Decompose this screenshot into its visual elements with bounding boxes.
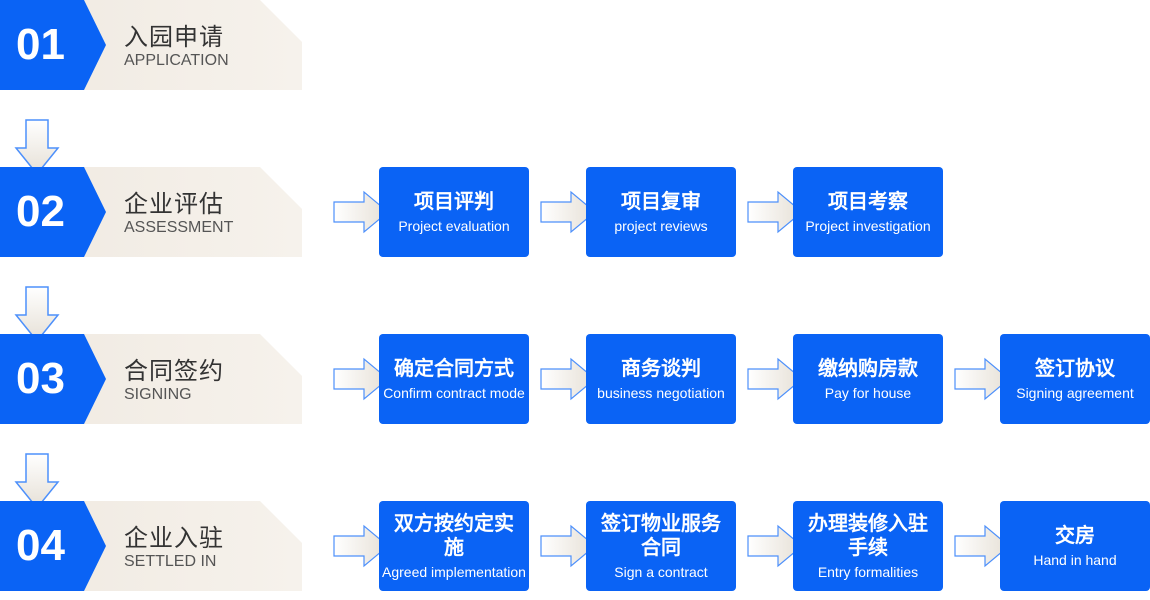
step-title-zh: 双方按约定实施 bbox=[394, 510, 514, 559]
step-title-en: Signing agreement bbox=[1016, 384, 1134, 401]
step-project-evaluation: 项目评判 Project evaluation bbox=[379, 167, 529, 257]
stage-number: 01 bbox=[0, 0, 106, 90]
right-arrow-icon bbox=[540, 524, 596, 568]
right-arrow-icon bbox=[747, 524, 803, 568]
step-title-en: Confirm contract mode bbox=[383, 384, 525, 401]
stage-application: 01 入园申请 APPLICATION bbox=[0, 0, 302, 90]
step-title-en: Pay for house bbox=[824, 384, 912, 401]
right-arrow-icon bbox=[747, 190, 803, 234]
step-signing-agreement: 签订协议 Signing agreement bbox=[1000, 334, 1150, 424]
step-confirm-contract-mode: 确定合同方式 Confirm contract mode bbox=[379, 334, 529, 424]
right-arrow-icon bbox=[540, 357, 596, 401]
down-arrow-icon bbox=[14, 453, 60, 510]
stage-title-zh: 企业入驻 bbox=[124, 524, 224, 552]
right-arrow-icon bbox=[954, 524, 1010, 568]
stage-signing: 03 合同签约 SIGNING bbox=[0, 334, 302, 424]
step-business-negotiation: 商务谈判 business negotiation bbox=[586, 334, 736, 424]
right-arrow-icon bbox=[540, 190, 596, 234]
step-title-zh: 项目评判 bbox=[414, 188, 494, 213]
step-sign-a-contract: 签订物业服务合同 Sign a contract bbox=[586, 501, 736, 591]
step-title-zh: 确定合同方式 bbox=[394, 355, 514, 380]
step-title-en: project reviews bbox=[614, 217, 708, 234]
stage-title-en: APPLICATION bbox=[124, 52, 229, 69]
step-title-zh: 交房 bbox=[1055, 522, 1095, 547]
step-agreed-implementation: 双方按约定实施 Agreed implementation bbox=[379, 501, 529, 591]
step-title-zh: 缴纳购房款 bbox=[818, 355, 918, 380]
step-project-investigation: 项目考察 Project investigation bbox=[793, 167, 943, 257]
step-title-zh: 签订物业服务合同 bbox=[601, 510, 721, 559]
right-arrow-icon bbox=[747, 357, 803, 401]
step-title-zh: 项目考察 bbox=[828, 188, 908, 213]
stage-settled-in: 04 企业入驻 SETTLED IN bbox=[0, 501, 302, 591]
stage-number: 03 bbox=[0, 334, 106, 424]
stage-title-zh: 合同签约 bbox=[124, 357, 224, 385]
right-arrow-icon bbox=[954, 357, 1010, 401]
stage-title-zh: 入园申请 bbox=[124, 23, 224, 51]
stage-title-en: SIGNING bbox=[124, 386, 192, 403]
step-title-zh: 商务谈判 bbox=[621, 355, 701, 380]
stage-number: 04 bbox=[0, 501, 106, 591]
step-title-zh: 办理装修入驻手续 bbox=[808, 510, 928, 559]
down-arrow-icon bbox=[14, 119, 60, 176]
step-title-en: Project investigation bbox=[805, 217, 931, 234]
step-title-en: Agreed implementation bbox=[382, 563, 526, 580]
step-title-zh: 签订协议 bbox=[1035, 355, 1115, 380]
step-project-reviews: 项目复审 project reviews bbox=[586, 167, 736, 257]
right-arrow-icon bbox=[333, 524, 389, 568]
step-pay-for-house: 缴纳购房款 Pay for house bbox=[793, 334, 943, 424]
right-arrow-icon bbox=[333, 190, 389, 234]
right-arrow-icon bbox=[333, 357, 389, 401]
stage-title-en: SETTLED IN bbox=[124, 553, 217, 570]
step-title-en: business negotiation bbox=[597, 384, 725, 401]
step-title-en: Entry formalities bbox=[817, 563, 919, 580]
stage-title-en: ASSESSMENT bbox=[124, 219, 234, 236]
stage-number: 02 bbox=[0, 167, 106, 257]
step-title-zh: 项目复审 bbox=[621, 188, 701, 213]
step-title-en: Project evaluation bbox=[398, 217, 510, 234]
step-entry-formalities: 办理装修入驻手续 Entry formalities bbox=[793, 501, 943, 591]
stage-title-zh: 企业评估 bbox=[124, 190, 224, 218]
step-title-en: Sign a contract bbox=[614, 563, 708, 580]
stage-assessment: 02 企业评估 ASSESSMENT bbox=[0, 167, 302, 257]
step-hand-in-hand: 交房 Hand in hand bbox=[1000, 501, 1150, 591]
down-arrow-icon bbox=[14, 286, 60, 343]
step-title-en: Hand in hand bbox=[1033, 551, 1117, 568]
